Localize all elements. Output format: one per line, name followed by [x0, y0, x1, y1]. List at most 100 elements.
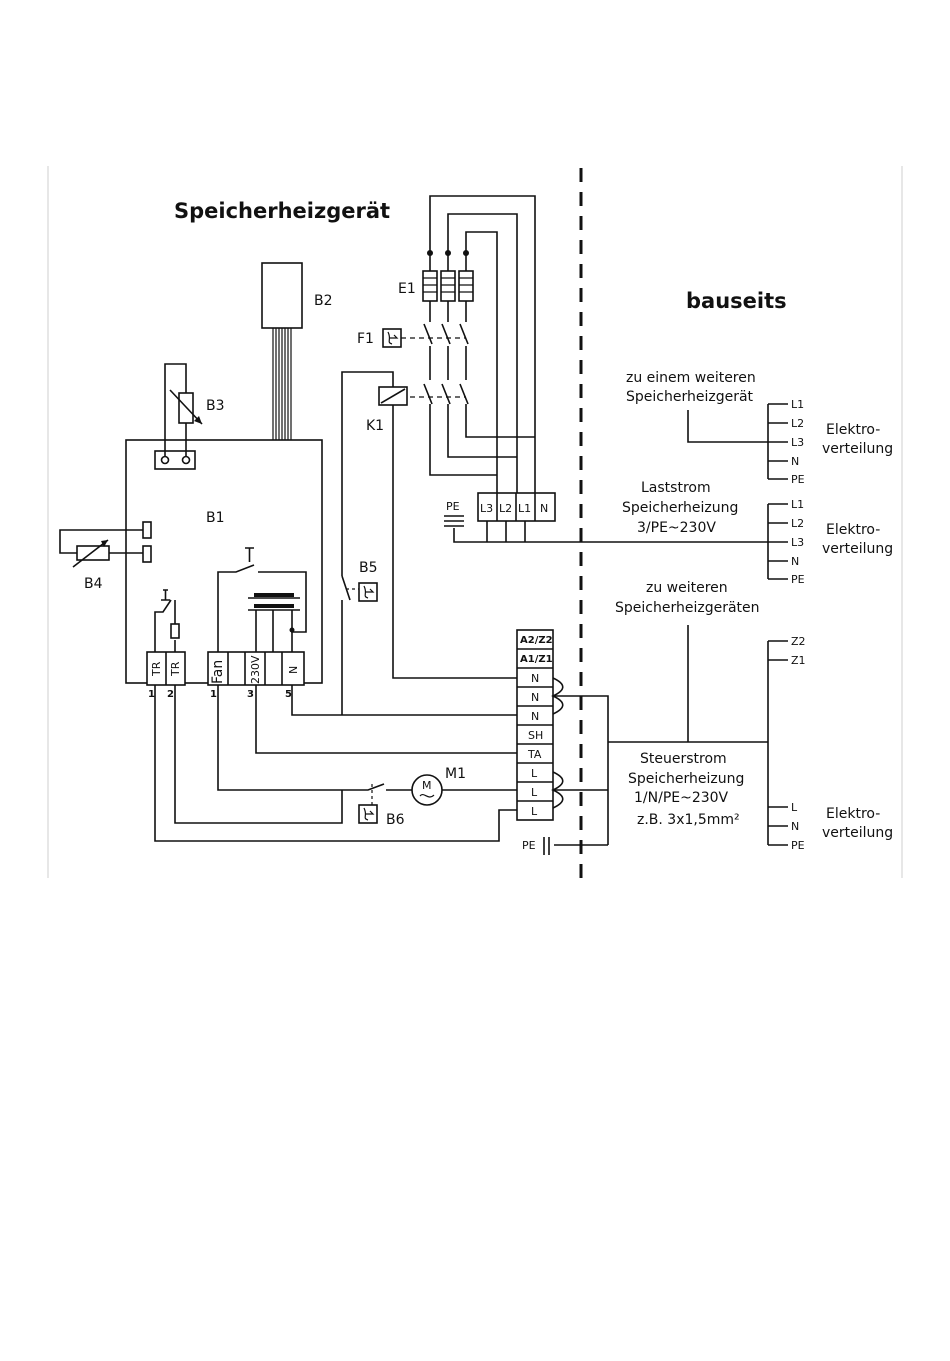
b1-board	[125, 439, 323, 684]
dist1-l3: L3	[791, 436, 804, 449]
pe-load-symbol	[444, 515, 464, 527]
dist4-pe: PE	[791, 839, 805, 852]
load-current-line3: 3/PE~230V	[637, 520, 716, 536]
load-terminal-l1: L1	[518, 502, 531, 515]
e1-label: E1	[398, 281, 416, 297]
load-terminal-l3: L3	[480, 502, 493, 515]
dist2-title-2: verteilung	[822, 541, 893, 557]
dist1-pe: PE	[791, 473, 805, 486]
terminal-block-power	[207, 651, 305, 686]
distribution-1-bus	[767, 403, 788, 480]
terminal-tr-1: TR	[150, 661, 163, 677]
wire-fan-circuit	[217, 685, 517, 791]
b3-pin-2	[181, 455, 191, 465]
terminal-n: N	[287, 666, 300, 674]
wire-230v-to-ta	[255, 685, 517, 754]
control-feed-bus	[553, 695, 609, 845]
control-current-line1: Steuerstrom	[640, 751, 727, 767]
terminal-num-3: 3	[247, 689, 254, 700]
b4-variable-arrow	[72, 539, 109, 568]
b4-sensor	[76, 545, 110, 561]
pe-load-label: PE	[446, 500, 460, 513]
dist4-title-1: Elektro-	[826, 806, 880, 822]
load-terminal-n: N	[540, 502, 548, 515]
ctrl-terminal-n1: N	[531, 672, 539, 685]
distribution-4-bus	[768, 806, 788, 846]
further-devices-line2: Speicherheizgeräten	[615, 600, 760, 616]
further-device-line	[687, 410, 768, 443]
k1-to-terminal-wires	[429, 404, 535, 476]
control-current-line2: Speicherheizung	[628, 771, 744, 787]
m1-fan-motor	[411, 774, 443, 806]
dist4-title-2: verteilung	[822, 825, 893, 841]
b4-arrow-head	[101, 540, 108, 547]
e1-wire-l3	[465, 231, 498, 493]
dist2-pe: PE	[791, 573, 805, 586]
m1-symbol: M	[422, 779, 432, 792]
ctrl-terminal-l3: L	[531, 805, 538, 818]
dist1-title-2: verteilung	[822, 441, 893, 457]
tr-contact-actuator	[161, 589, 170, 601]
terminal-tr-2: TR	[169, 661, 182, 677]
dist1-l1: L1	[791, 398, 804, 411]
k1-coil-return	[392, 405, 517, 679]
load-bus	[453, 521, 768, 543]
wire-n-to-terminal	[291, 685, 517, 716]
transformer-core-top	[254, 593, 294, 597]
f1-contacts	[423, 323, 469, 345]
b3-wire	[164, 363, 187, 456]
e1-wire-l2	[447, 213, 518, 493]
fan-switch-wire	[217, 564, 307, 652]
ctrl-terminal-ta: TA	[527, 748, 542, 761]
b5-symbol	[363, 585, 375, 599]
b6-label: B6	[386, 812, 405, 828]
f1-label: F1	[357, 331, 374, 347]
f1-symbol	[387, 331, 399, 345]
tr-switch-wire	[154, 599, 176, 652]
b3-arrow-head	[194, 416, 202, 424]
ctrl-terminal-a2z2: A2/Z2	[520, 635, 553, 646]
k1-label: K1	[366, 418, 384, 434]
dist4-l: L	[791, 801, 798, 814]
b4-wire	[59, 529, 143, 554]
ctrl-terminal-a1z1: A1/Z1	[520, 654, 553, 665]
load-terminal-l2: L2	[499, 502, 512, 515]
dist1-n: N	[791, 455, 799, 468]
b1-label: B1	[206, 510, 225, 526]
terminal-num-fan: 1	[210, 689, 217, 700]
dist3-z2: Z2	[791, 635, 806, 648]
k1-coil-feed	[341, 371, 394, 576]
pe-control-label: PE	[522, 839, 536, 852]
control-current-line3: 1/N/PE~230V	[634, 790, 729, 806]
dist2-l3: L3	[791, 536, 804, 549]
load-current-line2: Speicherheizung	[622, 500, 738, 516]
transformer-junction	[289, 627, 295, 633]
b3-pin-1	[160, 455, 170, 465]
site-title: bauseits	[686, 289, 787, 313]
ctrl-terminal-l2: L	[531, 786, 538, 799]
dist1-title-1: Elektro-	[826, 422, 880, 438]
b4-pin-1	[142, 521, 152, 539]
fan-switch-actuator	[245, 547, 254, 562]
transformer-leads	[255, 610, 293, 652]
further-devices-line	[608, 625, 768, 743]
ctrl-terminal-l1: L	[531, 767, 538, 780]
terminal-230v: 230V	[249, 655, 262, 684]
k1-coil-diag	[380, 388, 406, 404]
ctrl-terminal-n3: N	[531, 710, 539, 723]
e1-heating-elements	[422, 253, 474, 302]
device-title: Speicherheizgerät	[174, 199, 390, 223]
b4-pin-2	[142, 545, 152, 563]
b5-label: B5	[359, 560, 378, 576]
b5-switch	[341, 575, 351, 715]
ctrl-terminal-sh: SH	[528, 729, 543, 742]
f1-k1-links	[429, 301, 467, 380]
further-device-line2: Speicherheizgerät	[626, 389, 754, 405]
dist2-n: N	[791, 555, 799, 568]
b6-symbol	[363, 807, 375, 821]
m1-ac-symbol	[419, 793, 435, 798]
distribution-2-bus	[767, 503, 788, 580]
dist3-z1: Z1	[791, 654, 806, 667]
b2-component	[261, 262, 303, 329]
